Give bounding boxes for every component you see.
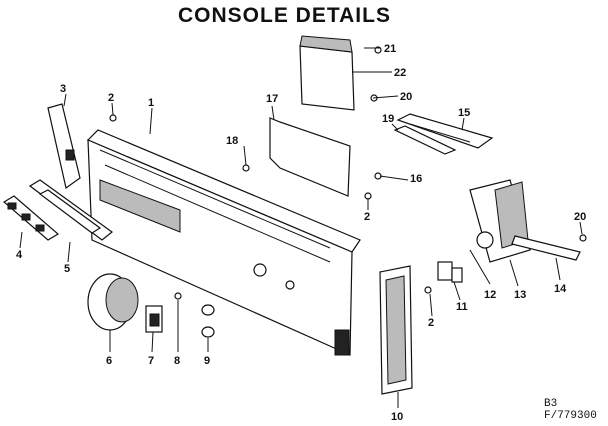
callout-18: 18 [226,135,238,147]
rocker-switch [145,305,163,333]
callout-7: 7 [148,355,154,367]
switch-assembly [437,261,463,283]
callout-13: 13 [514,289,526,301]
callout-6: 6 [106,355,112,367]
callout-1: 1 [148,97,154,109]
diagram-title: CONSOLE DETAILS [178,4,391,27]
callout-14: 14 [554,283,567,295]
callout-15: 15 [458,107,470,119]
reference-code: B3 F/779300 [544,398,597,422]
callout-12: 12 [484,289,496,301]
console-panel [86,129,361,356]
callout-21: 21 [384,43,396,55]
callout-3: 3 [60,83,66,95]
callout-22: 22 [394,67,406,79]
callout-2-lower: 2 [428,317,434,329]
callout-11: 11 [456,301,468,313]
connector-block [396,113,494,149]
bezel-frame [28,179,113,241]
screw-2-upper [109,114,117,122]
reference-line-1: B3 [544,398,558,410]
bushing-9-upper [201,304,215,316]
screw-20-right [579,234,587,242]
callout-16: 16 [410,173,422,185]
screw-2-lower [424,286,432,294]
callout-5: 5 [64,263,70,275]
screw-18 [242,164,250,172]
screw-8 [174,292,182,300]
end-cap-left [47,103,81,190]
callout-4: 4 [16,249,23,261]
reference-line-2: F/779300 [544,410,597,422]
leader-lines [19,47,583,408]
callout-20-right: 20 [574,211,586,223]
control-knob [87,273,139,331]
callout-numbers: 1 2 2 2 3 4 5 6 7 8 9 10 11 12 13 14 15 … [16,43,586,423]
callout-19: 19 [382,113,394,125]
callout-9: 9 [204,355,210,367]
bushing-9-lower [201,326,215,338]
trim-strip [379,265,413,395]
button-strip [2,195,60,241]
timer-module [469,179,531,263]
bracket-17 [269,117,351,197]
rail-19 [393,125,457,155]
callout-20-upper: 20 [400,91,412,103]
callout-17: 17 [266,93,278,105]
callout-2-upper: 2 [108,92,114,104]
callout-8: 8 [174,355,180,367]
mounting-bracket [511,235,581,261]
cover-22 [299,35,355,111]
callout-2-mid: 2 [364,211,370,223]
callout-10: 10 [391,411,403,423]
